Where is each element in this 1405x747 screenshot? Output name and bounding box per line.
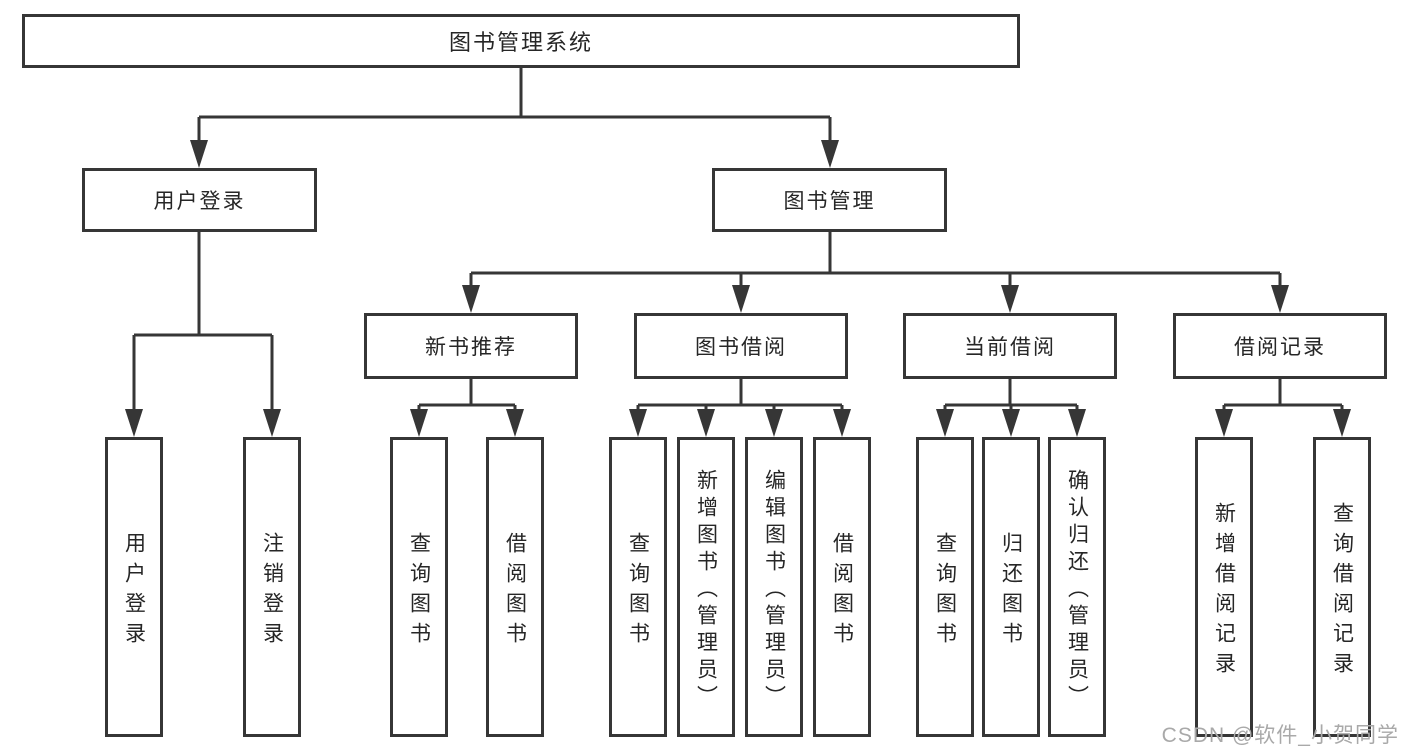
leaf-query-books-current: 查询图书	[916, 437, 974, 737]
leaf-borrow-books: 借阅图书	[813, 437, 871, 737]
leaf-return-books: 归还图书	[982, 437, 1040, 737]
leaf-add-borrow-record: 新增借阅记录	[1195, 437, 1253, 737]
node-user-login-branch: 用户登录	[82, 168, 317, 232]
node-label: 确认归还（管理员）	[1065, 468, 1089, 712]
leaf-query-books-recommend: 查询图书	[390, 437, 448, 737]
leaf-logout: 注销登录	[243, 437, 301, 737]
node-label: 注销登录	[260, 531, 284, 652]
node-label: 用户登录	[153, 190, 246, 213]
node-label: 查询借阅记录	[1330, 501, 1354, 682]
leaf-borrow-books-recommend: 借阅图书	[486, 437, 544, 737]
leaf-query-borrow-record: 查询借阅记录	[1313, 437, 1371, 737]
node-label: 归还图书	[999, 531, 1023, 652]
node-label: 借阅记录	[1234, 336, 1326, 359]
node-label: 编辑图书（管理员）	[762, 468, 786, 712]
node-label: 查询图书	[407, 531, 431, 652]
node-label: 借阅图书	[830, 531, 854, 652]
node-label: 图书管理系统	[448, 30, 593, 55]
csdn-watermark: CSDN @软件_小贺同学	[1161, 724, 1399, 747]
node-new-book-recommendation: 新书推荐	[364, 313, 578, 379]
node-label: 图书管理	[783, 190, 876, 213]
node-label: 新增借阅记录	[1212, 501, 1236, 682]
node-label: 用户登录	[122, 531, 146, 652]
node-borrowing-records: 借阅记录	[1173, 313, 1387, 379]
node-label: 新增图书（管理员）	[694, 468, 718, 712]
node-label: 新书推荐	[425, 336, 517, 359]
node-library-management-system: 图书管理系统	[22, 14, 1020, 68]
node-label: 查询图书	[933, 531, 957, 652]
node-book-borrowing: 图书借阅	[634, 313, 848, 379]
node-label: 借阅图书	[503, 531, 527, 652]
leaf-add-books-admin: 新增图书（管理员）	[677, 437, 735, 737]
leaf-query-books-borrowing: 查询图书	[609, 437, 667, 737]
leaf-confirm-return-admin: 确认归还（管理员）	[1048, 437, 1106, 737]
arrowhead-icons	[125, 140, 1351, 437]
node-current-borrowing: 当前借阅	[903, 313, 1117, 379]
node-label: 当前借阅	[964, 336, 1056, 359]
node-label: 图书借阅	[695, 336, 787, 359]
node-label: 查询图书	[626, 531, 650, 652]
leaf-edit-books-admin: 编辑图书（管理员）	[745, 437, 803, 737]
leaf-user-login: 用户登录	[105, 437, 163, 737]
node-book-management-branch: 图书管理	[712, 168, 947, 232]
